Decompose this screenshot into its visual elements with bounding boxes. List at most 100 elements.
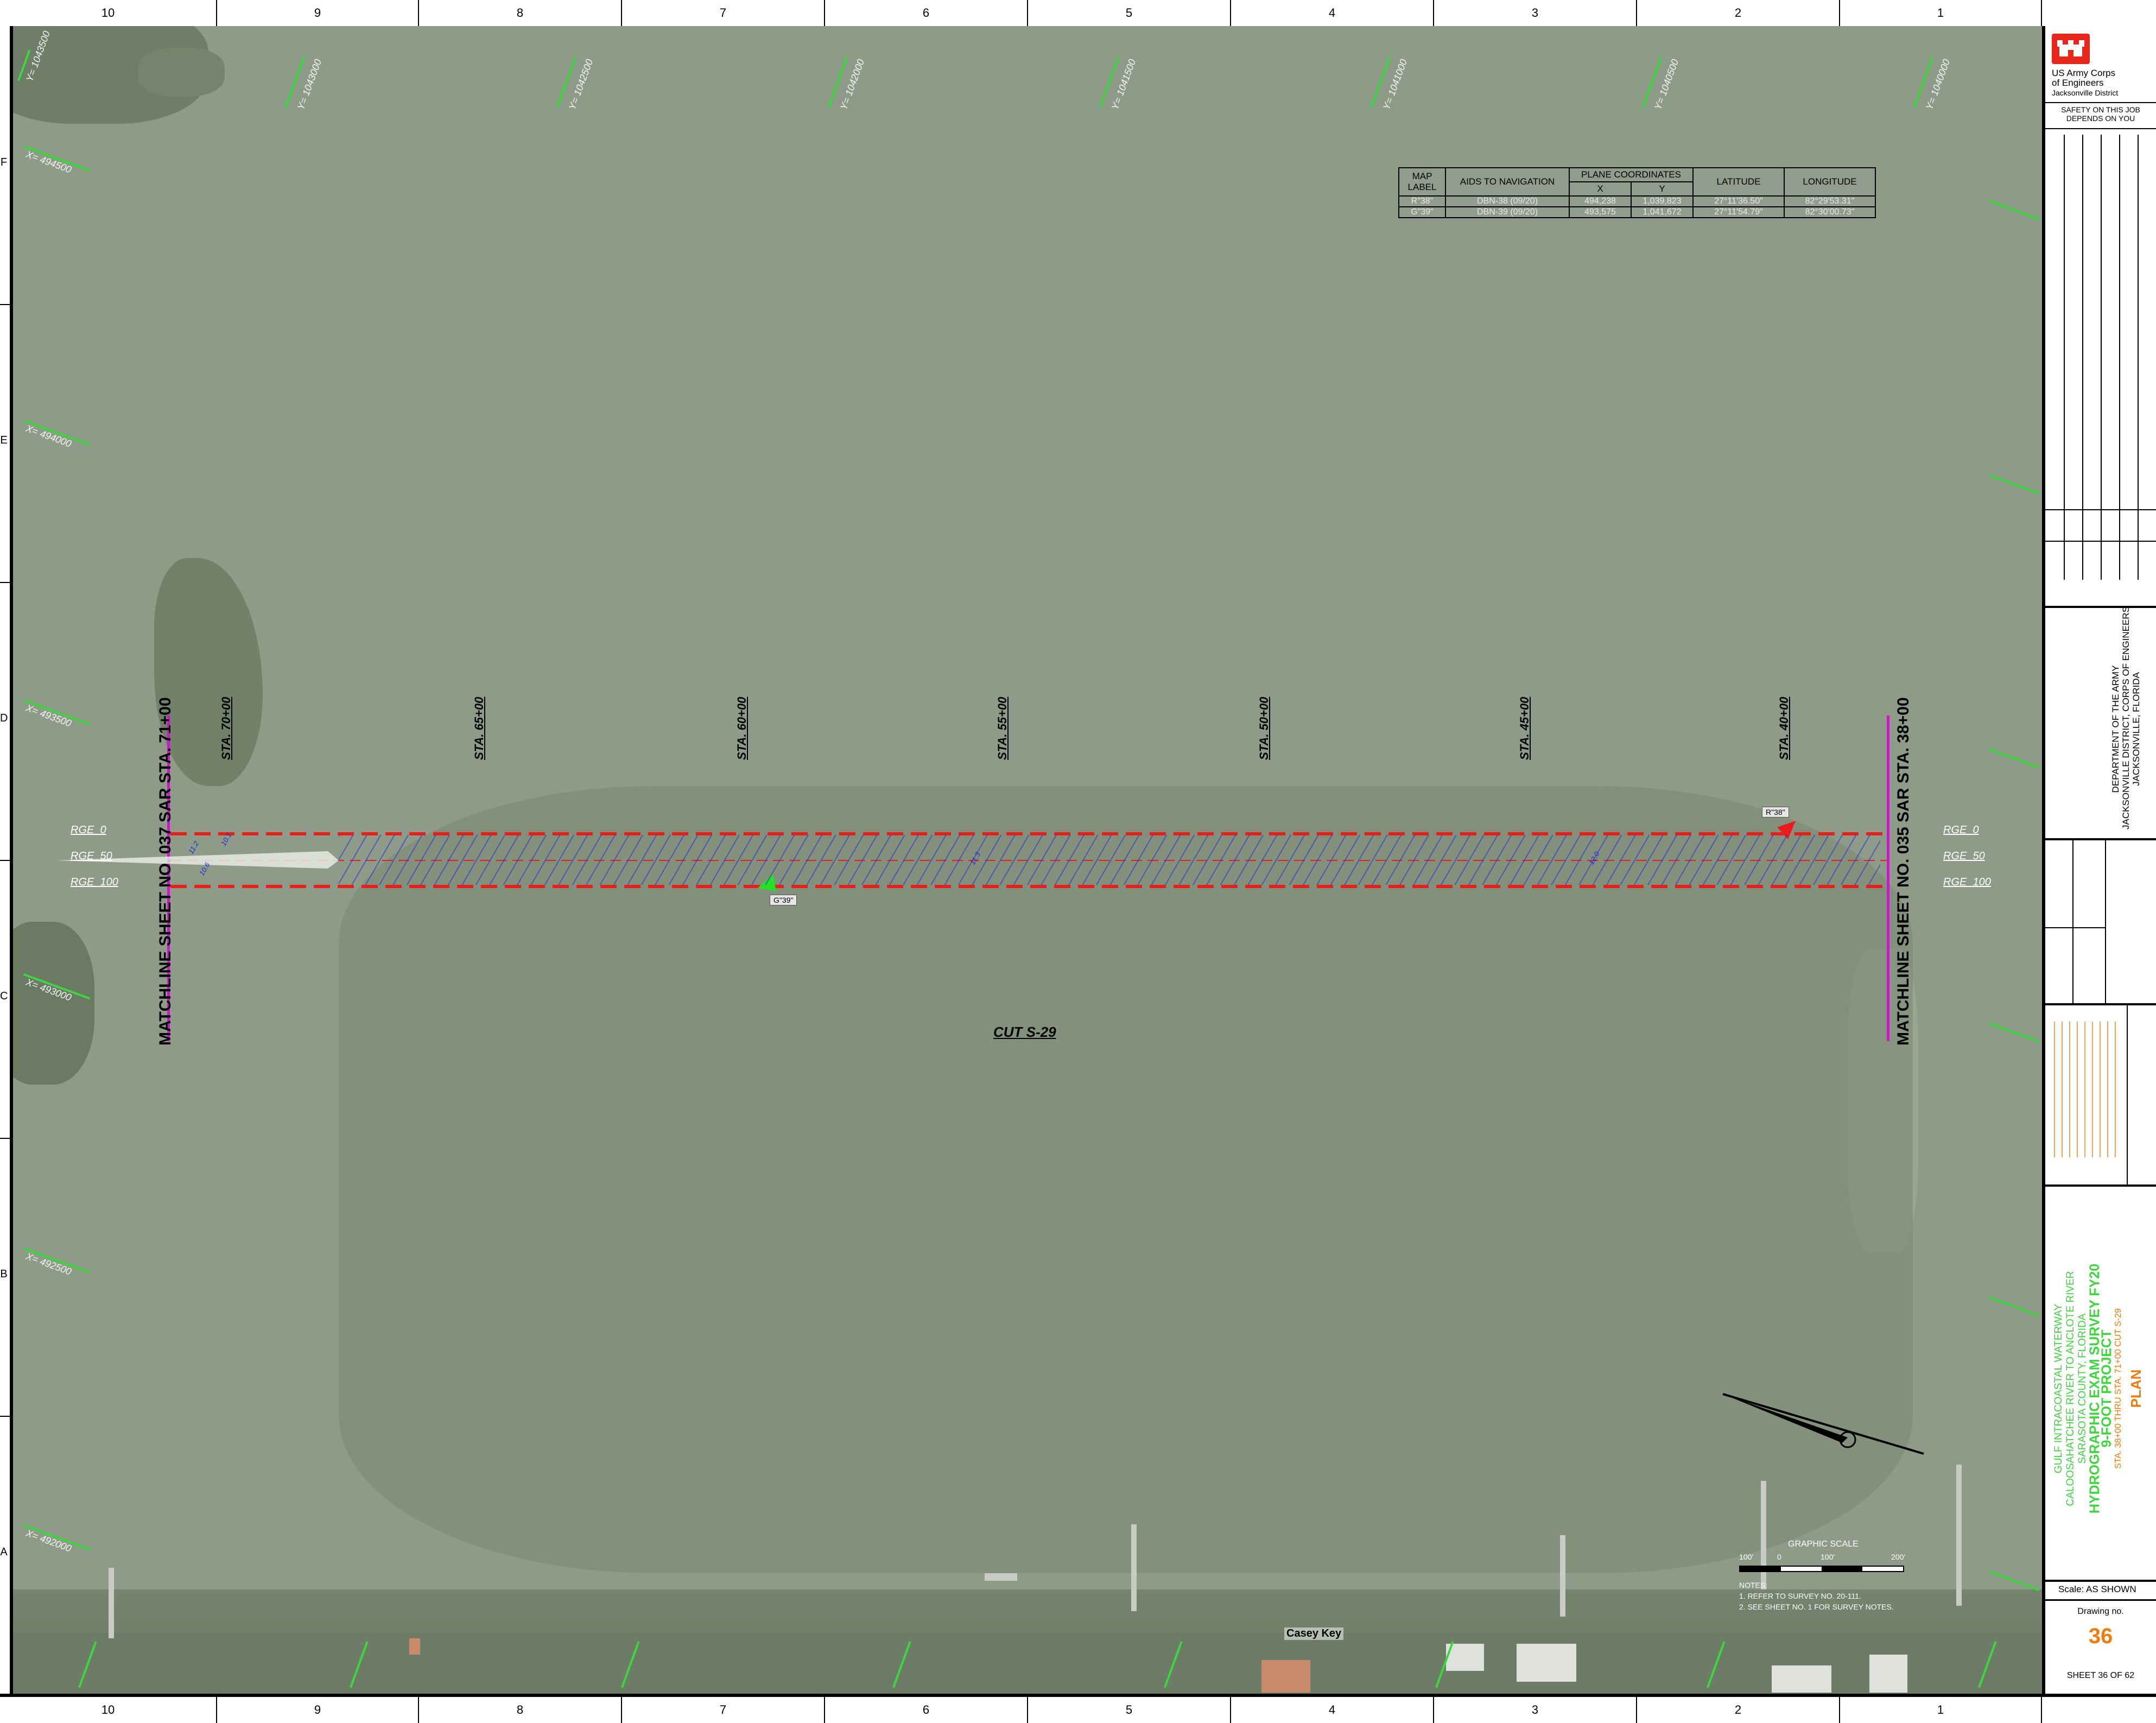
scale-title: GRAPHIC SCALE xyxy=(1788,1540,1859,1549)
dept-line: DEPARTMENT OF THE ARMY xyxy=(2110,665,2121,793)
sheet-count: SHEET 36 OF 62 xyxy=(2045,1671,2156,1681)
dock xyxy=(985,1573,1017,1581)
cell-aid: DBN-38 (09/20) xyxy=(1445,195,1570,207)
matchline-right xyxy=(1887,715,1889,1041)
col-label: 6 xyxy=(825,0,1028,26)
agency-line: of Engineers xyxy=(2052,78,2104,88)
range-label-left: RGE_50 xyxy=(71,850,112,862)
range-label-left: RGE_100 xyxy=(71,876,118,888)
col-label: 8 xyxy=(419,0,622,26)
dock xyxy=(109,1568,114,1638)
aids-to-navigation-table: MAP LABEL AIDS TO NAVIGATION PLANE COORD… xyxy=(1398,167,1876,218)
scale-value: AS SHOWN xyxy=(2086,1584,2136,1594)
cell-y: 1,039,823 xyxy=(1631,195,1694,207)
station-range: STA. 38+00 THRU STA. 71+00 CUT S-29 xyxy=(2114,1308,2123,1469)
sheet-no: 36 xyxy=(2098,1671,2108,1680)
dock xyxy=(1560,1535,1565,1617)
scale-row: Scale: AS SHOWN xyxy=(2058,1584,2136,1595)
col-longitude: LONGITUDE xyxy=(1784,167,1876,197)
col-label: 7 xyxy=(622,0,825,26)
col-plane-coordinates: PLANE COORDINATES xyxy=(1569,167,1694,182)
house-roof xyxy=(1772,1665,1831,1693)
file-reference-block xyxy=(2045,1005,2156,1184)
agency-line: US Army Corps xyxy=(2052,68,2116,78)
row-divider xyxy=(0,1138,12,1139)
green-marker-label: G"39" xyxy=(770,895,797,905)
col-label: 1 xyxy=(1840,0,2042,26)
col-aids: AIDS TO NAVIGATION xyxy=(1445,167,1570,197)
project-line: CALOOSAHATCHEE RIVER TO ANCLOTE RIVER xyxy=(2065,1271,2076,1506)
col-label: 6 xyxy=(825,1697,1028,1723)
cell-lat: 27°11'36.50" xyxy=(1692,195,1785,207)
row-divider xyxy=(0,582,12,583)
col-label: 3 xyxy=(1434,0,1637,26)
row-label: E xyxy=(0,434,8,446)
cell-x: 494,238 xyxy=(1569,195,1632,207)
col-label: 5 xyxy=(1028,1697,1231,1723)
dock xyxy=(1131,1524,1137,1611)
row-header-left: F E D C B A xyxy=(0,26,13,1694)
aerial-map[interactable]: Y= 1043500 Y= 1043000 Y= 1042500 Y= 1042… xyxy=(13,26,2042,1694)
agency-name: US Army Corps of Engineers Jacksonville … xyxy=(2052,68,2118,98)
dock xyxy=(1956,1465,1962,1606)
usace-castle-icon xyxy=(2052,34,2090,64)
col-label: 10 xyxy=(0,1697,217,1723)
seagrass-flat xyxy=(339,786,1913,1573)
department-block: DEPARTMENT OF THE ARMY JACKSONVILLE DIST… xyxy=(2110,606,2141,829)
safety-note: SAFETY ON THIS JOB DEPENDS ON YOU xyxy=(2045,105,2156,123)
col-map-label: MAP LABEL xyxy=(1398,167,1446,197)
place-label: Casey Key xyxy=(1284,1627,1344,1640)
cell-label: R"38" xyxy=(1398,195,1446,207)
dept-line: JACKSONVILLE DISTRICT, CORPS OF ENGINEER… xyxy=(2121,606,2131,829)
range-label-left: RGE_0 xyxy=(71,824,106,836)
scale-tick: 0 xyxy=(1777,1553,1781,1561)
scale-tick: 100' xyxy=(1821,1553,1835,1561)
revision-table xyxy=(2045,135,2156,580)
col-y: Y xyxy=(1631,181,1694,197)
note-item: 2. SEE SHEET NO. 1 FOR SURVEY NOTES. xyxy=(1739,1602,1894,1611)
of-text: OF xyxy=(2110,1671,2122,1680)
scale-tick: 100' xyxy=(1739,1553,1754,1561)
row-label: A xyxy=(0,1546,8,1558)
red-marker-label: R"38" xyxy=(1762,807,1789,818)
col-label: 2 xyxy=(1637,0,1840,26)
dock xyxy=(1761,1481,1766,1589)
table-row: G"39" DBN-39 (09/20) 493,575 1,041,672 2… xyxy=(1398,206,1876,218)
table-row: R"38" DBN-38 (09/20) 494,238 1,039,823 2… xyxy=(1398,195,1876,207)
scale-label: Scale: xyxy=(2058,1584,2084,1594)
row-label: C xyxy=(0,990,8,1002)
column-header-top: 10 9 8 7 6 5 4 3 2 1 xyxy=(0,0,2156,29)
dept-line: JACKSONVILLE, FLORIDA xyxy=(2131,672,2141,786)
project-line: GULF INTRACOASTAL WATERWAY xyxy=(2053,1303,2064,1474)
sheet-total: 62 xyxy=(2125,1671,2135,1680)
designer-block xyxy=(2045,840,2156,1003)
row-label: D xyxy=(0,712,8,724)
col-label: 10 xyxy=(0,0,217,26)
agency-line: Jacksonville District xyxy=(2052,88,2119,97)
house-roof xyxy=(409,1638,420,1655)
col-label: 4 xyxy=(1231,1697,1434,1723)
col-label: 4 xyxy=(1231,0,1434,26)
cell-lat: 27°11'54.79" xyxy=(1692,206,1785,218)
safety-line: SAFETY ON THIS JOB xyxy=(2061,105,2140,114)
col-label: 9 xyxy=(217,1697,419,1723)
cell-label: G"39" xyxy=(1398,206,1446,218)
house-roof xyxy=(1869,1655,1907,1693)
row-label: B xyxy=(0,1268,8,1280)
range-label-right: RGE_0 xyxy=(1943,824,1979,836)
notes-title: NOTES: xyxy=(1739,1581,1768,1589)
column-header-bottom: 10 9 8 7 6 5 4 3 2 1 xyxy=(0,1694,2156,1723)
note-item: 1. REFER TO SURVEY NO. 20-111. xyxy=(1739,1592,1861,1600)
drawing-no-label: Drawing no. xyxy=(2077,1607,2124,1616)
row-divider xyxy=(0,1416,12,1417)
col-label: 2 xyxy=(1637,1697,1840,1723)
survey-subtitle: 9-FOOT PROJECT xyxy=(2099,1329,2114,1448)
cell-lon: 82°29'53.31" xyxy=(1784,195,1876,207)
house-roof xyxy=(1446,1644,1484,1671)
col-label: 1 xyxy=(1840,1697,2042,1723)
house-roof xyxy=(1261,1660,1310,1693)
col-label: 5 xyxy=(1028,0,1231,26)
col-label: 3 xyxy=(1434,1697,1637,1723)
col-label: 8 xyxy=(419,1697,622,1723)
house-roof xyxy=(1517,1644,1576,1682)
